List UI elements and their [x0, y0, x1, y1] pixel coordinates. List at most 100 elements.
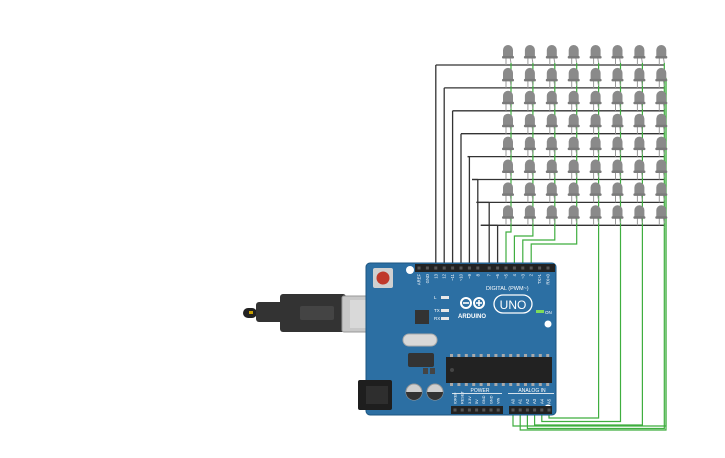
chip-pin — [464, 383, 468, 386]
led-body — [590, 205, 601, 219]
led-body — [656, 45, 667, 58]
analog-loop-wire — [519, 77, 667, 431]
led-rim — [611, 101, 624, 105]
led — [567, 113, 580, 134]
chip-pin — [524, 383, 527, 386]
led-body — [634, 136, 645, 150]
led-rim — [545, 56, 558, 59]
analog-pin-label: A3 — [532, 398, 537, 404]
led-body — [546, 45, 557, 58]
led-rim — [502, 101, 514, 105]
analog-pin — [518, 408, 522, 412]
led — [589, 113, 602, 134]
digital-pin-label: ~6 — [495, 273, 500, 278]
led-body — [524, 159, 535, 173]
led — [502, 205, 514, 226]
led — [502, 90, 514, 111]
digital-pin — [521, 266, 525, 270]
digital-pin — [459, 266, 463, 270]
led-rim — [655, 124, 668, 128]
led — [567, 182, 580, 203]
led — [589, 136, 602, 157]
digital-pin-label: ~5 — [504, 273, 509, 278]
analog-pin-label: A5 — [547, 398, 552, 404]
led-rim — [655, 101, 668, 105]
rx-led-label: RX — [434, 316, 440, 321]
led-body — [590, 136, 601, 150]
led-body — [612, 113, 623, 127]
led-rim — [502, 193, 514, 196]
digital-pin-label: ~11 — [450, 273, 455, 280]
chip-pin — [450, 383, 453, 386]
chip-pin — [531, 354, 535, 357]
reset-button[interactable] — [376, 271, 390, 285]
analog-pin-label: A1 — [518, 398, 523, 404]
led — [545, 205, 558, 226]
led-rim — [655, 78, 668, 82]
logo-minus — [463, 302, 469, 304]
chip-pin — [509, 383, 513, 386]
led-body — [503, 90, 513, 104]
led — [655, 90, 668, 111]
led-body — [546, 90, 557, 104]
led-rim — [523, 193, 536, 196]
digital-pin — [442, 266, 446, 270]
led-rim — [633, 101, 646, 105]
led-rim — [545, 124, 558, 128]
analog-pin — [547, 408, 551, 412]
led-rim — [589, 170, 602, 173]
led — [545, 159, 558, 180]
led-body — [568, 159, 579, 173]
capacitor-band — [427, 392, 443, 400]
led — [655, 159, 668, 180]
usb-interface-chip — [415, 310, 429, 324]
led-body — [656, 159, 667, 173]
chip-pin — [494, 354, 498, 357]
power-pin-label: 3.3V — [468, 396, 472, 404]
led — [545, 182, 558, 203]
led-rim — [502, 124, 514, 128]
analog-label-line — [508, 393, 554, 394]
digital-pin — [425, 266, 429, 270]
led-rim — [545, 78, 558, 82]
voltage-regulator — [408, 353, 434, 367]
led — [589, 67, 602, 88]
led-body — [612, 159, 623, 173]
on-led — [536, 310, 540, 313]
on-led-2 — [540, 310, 544, 313]
led — [611, 67, 624, 88]
led-rim — [611, 216, 624, 219]
digital-pin-label: AREF — [417, 274, 422, 286]
led-body — [503, 205, 513, 219]
on-label: ON — [545, 310, 552, 315]
digital-pin — [496, 266, 500, 270]
digital-pin-label: GND — [425, 274, 430, 283]
chip-pin — [538, 354, 542, 357]
led — [633, 67, 646, 88]
led-rim — [611, 56, 624, 59]
analog-pin-label: A4 — [539, 398, 544, 404]
led — [545, 45, 558, 65]
power-pin-label: 5V — [475, 399, 479, 404]
led-rim — [523, 56, 536, 59]
power-label: POWER — [471, 388, 490, 394]
led-body — [546, 205, 557, 219]
led-body — [568, 182, 579, 196]
analog-pin-label: A2 — [525, 398, 530, 404]
led-rim — [611, 78, 624, 82]
led — [655, 205, 668, 226]
led — [567, 205, 580, 226]
digital-pin-label: 8 — [475, 273, 480, 276]
led-rim — [523, 101, 536, 105]
digital-pin — [529, 266, 533, 270]
led — [523, 67, 536, 88]
chip-pin — [457, 383, 461, 386]
digital-pin — [417, 266, 421, 270]
led-body — [546, 113, 557, 127]
column-pin-wire — [530, 227, 578, 266]
chip-pin — [479, 354, 483, 357]
led-rim — [502, 78, 514, 82]
